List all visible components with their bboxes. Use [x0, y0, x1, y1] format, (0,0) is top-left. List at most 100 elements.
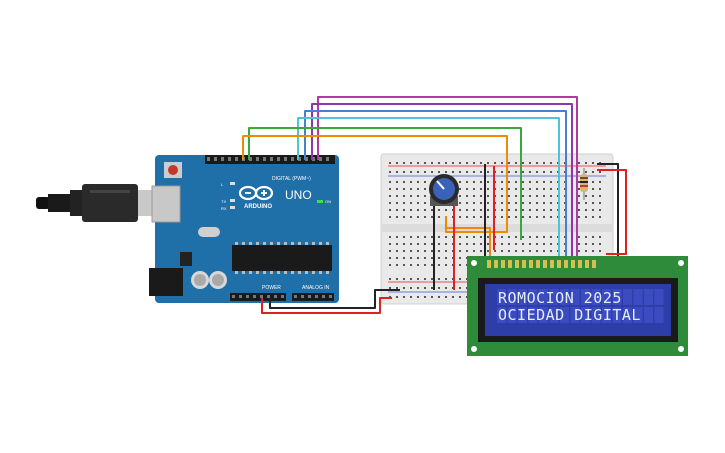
breadboard-hole	[438, 209, 440, 211]
breadboard-hole	[508, 243, 510, 245]
breadboard-hole	[529, 171, 531, 173]
wire-black-gnd[interactable]	[269, 289, 392, 309]
breadboard-hole	[487, 250, 489, 252]
breadboard-hole	[543, 250, 545, 252]
chip-pin	[242, 242, 245, 245]
breadboard-hole	[396, 257, 398, 259]
wire-orange[interactable]	[242, 135, 508, 233]
breadboard-hole	[592, 243, 594, 245]
breadboard-hole	[487, 188, 489, 190]
lcd-char-cell	[570, 307, 580, 323]
breadboard-hole	[445, 243, 447, 245]
chip-icon	[232, 242, 332, 274]
resistor-icon[interactable]	[580, 168, 588, 200]
breadboard-hole	[501, 162, 503, 164]
breadboard-hole	[473, 250, 475, 252]
breadboard-hole	[585, 250, 587, 252]
breadboard-hole	[389, 209, 391, 211]
breadboard-hole	[543, 195, 545, 197]
breadboard-hole	[424, 278, 426, 280]
breadboard-hole	[585, 216, 587, 218]
breadboard-hole	[403, 181, 405, 183]
lcd-pin	[501, 260, 505, 268]
header-pin	[235, 157, 238, 161]
wire-green[interactable]	[248, 127, 522, 240]
lcd-pin	[578, 260, 582, 268]
breadboard-hole	[424, 202, 426, 204]
breadboard-hole	[431, 236, 433, 238]
potentiometer-icon[interactable]	[429, 174, 459, 206]
chip-pin	[242, 271, 245, 274]
arduino-uno-board[interactable]: ARDUINO UNO DIGITAL (PWM~) POWER ANALOG …	[149, 155, 339, 303]
breadboard-hole	[403, 202, 405, 204]
breadboard-hole	[599, 202, 601, 204]
lcd-char-cell	[644, 307, 653, 323]
breadboard-hole	[445, 257, 447, 259]
header-pin	[207, 157, 210, 161]
chip-pin	[249, 271, 252, 274]
breadboard-hole	[459, 162, 461, 164]
breadboard-hole	[396, 236, 398, 238]
lcd-char-cell	[528, 289, 538, 305]
chip-pin	[263, 271, 266, 274]
breadboard-hole	[515, 202, 517, 204]
wire-purple[interactable]	[311, 103, 573, 264]
breadboard-hole	[431, 296, 433, 298]
breadboard-hole	[431, 264, 433, 266]
breadboard-hole	[522, 181, 524, 183]
power-label: POWER	[262, 285, 281, 291]
breadboard-hole	[522, 243, 524, 245]
breadboard-hole	[445, 171, 447, 173]
reset-button[interactable]	[168, 165, 178, 175]
breadboard-hole	[529, 162, 531, 164]
breadboard-hole	[410, 243, 412, 245]
breadboard-hole	[473, 243, 475, 245]
wire-red-right[interactable]	[597, 169, 627, 255]
breadboard-hole	[501, 171, 503, 173]
wire-red-5v[interactable]	[261, 297, 392, 314]
breadboard-hole	[578, 209, 580, 211]
breadboard-hole	[438, 287, 440, 289]
breadboard-hole	[466, 195, 468, 197]
breadboard-hole	[424, 171, 426, 173]
breadboard-hole	[389, 188, 391, 190]
chip-pin	[270, 242, 273, 245]
breadboard-hole	[599, 209, 601, 211]
breadboard-hole	[424, 236, 426, 238]
breadboard-hole	[417, 264, 419, 266]
breadboard-hole	[494, 250, 496, 252]
breadboard-hole	[508, 236, 510, 238]
breadboard-hole	[592, 202, 594, 204]
breadboard-hole	[599, 250, 601, 252]
header-pin	[253, 295, 256, 298]
breadboard-hole	[487, 209, 489, 211]
breadboard-hole	[410, 209, 412, 211]
breadboard-hole	[536, 188, 538, 190]
wire-cyan[interactable]	[297, 117, 560, 264]
breadboard-hole	[396, 278, 398, 280]
breadboard-hole	[445, 236, 447, 238]
breadboard-hole	[487, 171, 489, 173]
breadboard-hole	[473, 195, 475, 197]
breadboard-hole	[410, 257, 412, 259]
breadboard-hole	[424, 195, 426, 197]
breadboard-hole	[417, 243, 419, 245]
breadboard-hole	[480, 250, 482, 252]
breadboard-hole	[550, 171, 552, 173]
lcd-module[interactable]: ROMOCION 2025 OCIEDAD DIGITAL	[467, 256, 688, 356]
breadboard-hole	[438, 243, 440, 245]
breadboard-hole	[410, 171, 412, 173]
breadboard-hole	[438, 216, 440, 218]
header-pin	[284, 157, 287, 161]
lcd-char-cell	[602, 289, 611, 305]
breadboard-hole	[396, 171, 398, 173]
digital-label: DIGITAL (PWM~)	[272, 176, 311, 182]
wire-orange-pot[interactable]	[445, 216, 491, 264]
lcd-char-cell	[560, 289, 569, 305]
breadboard-hole	[578, 181, 580, 183]
breadboard-hole	[550, 216, 552, 218]
breadboard-hole	[396, 195, 398, 197]
breadboard-hole	[396, 216, 398, 218]
breadboard-hole	[459, 216, 461, 218]
